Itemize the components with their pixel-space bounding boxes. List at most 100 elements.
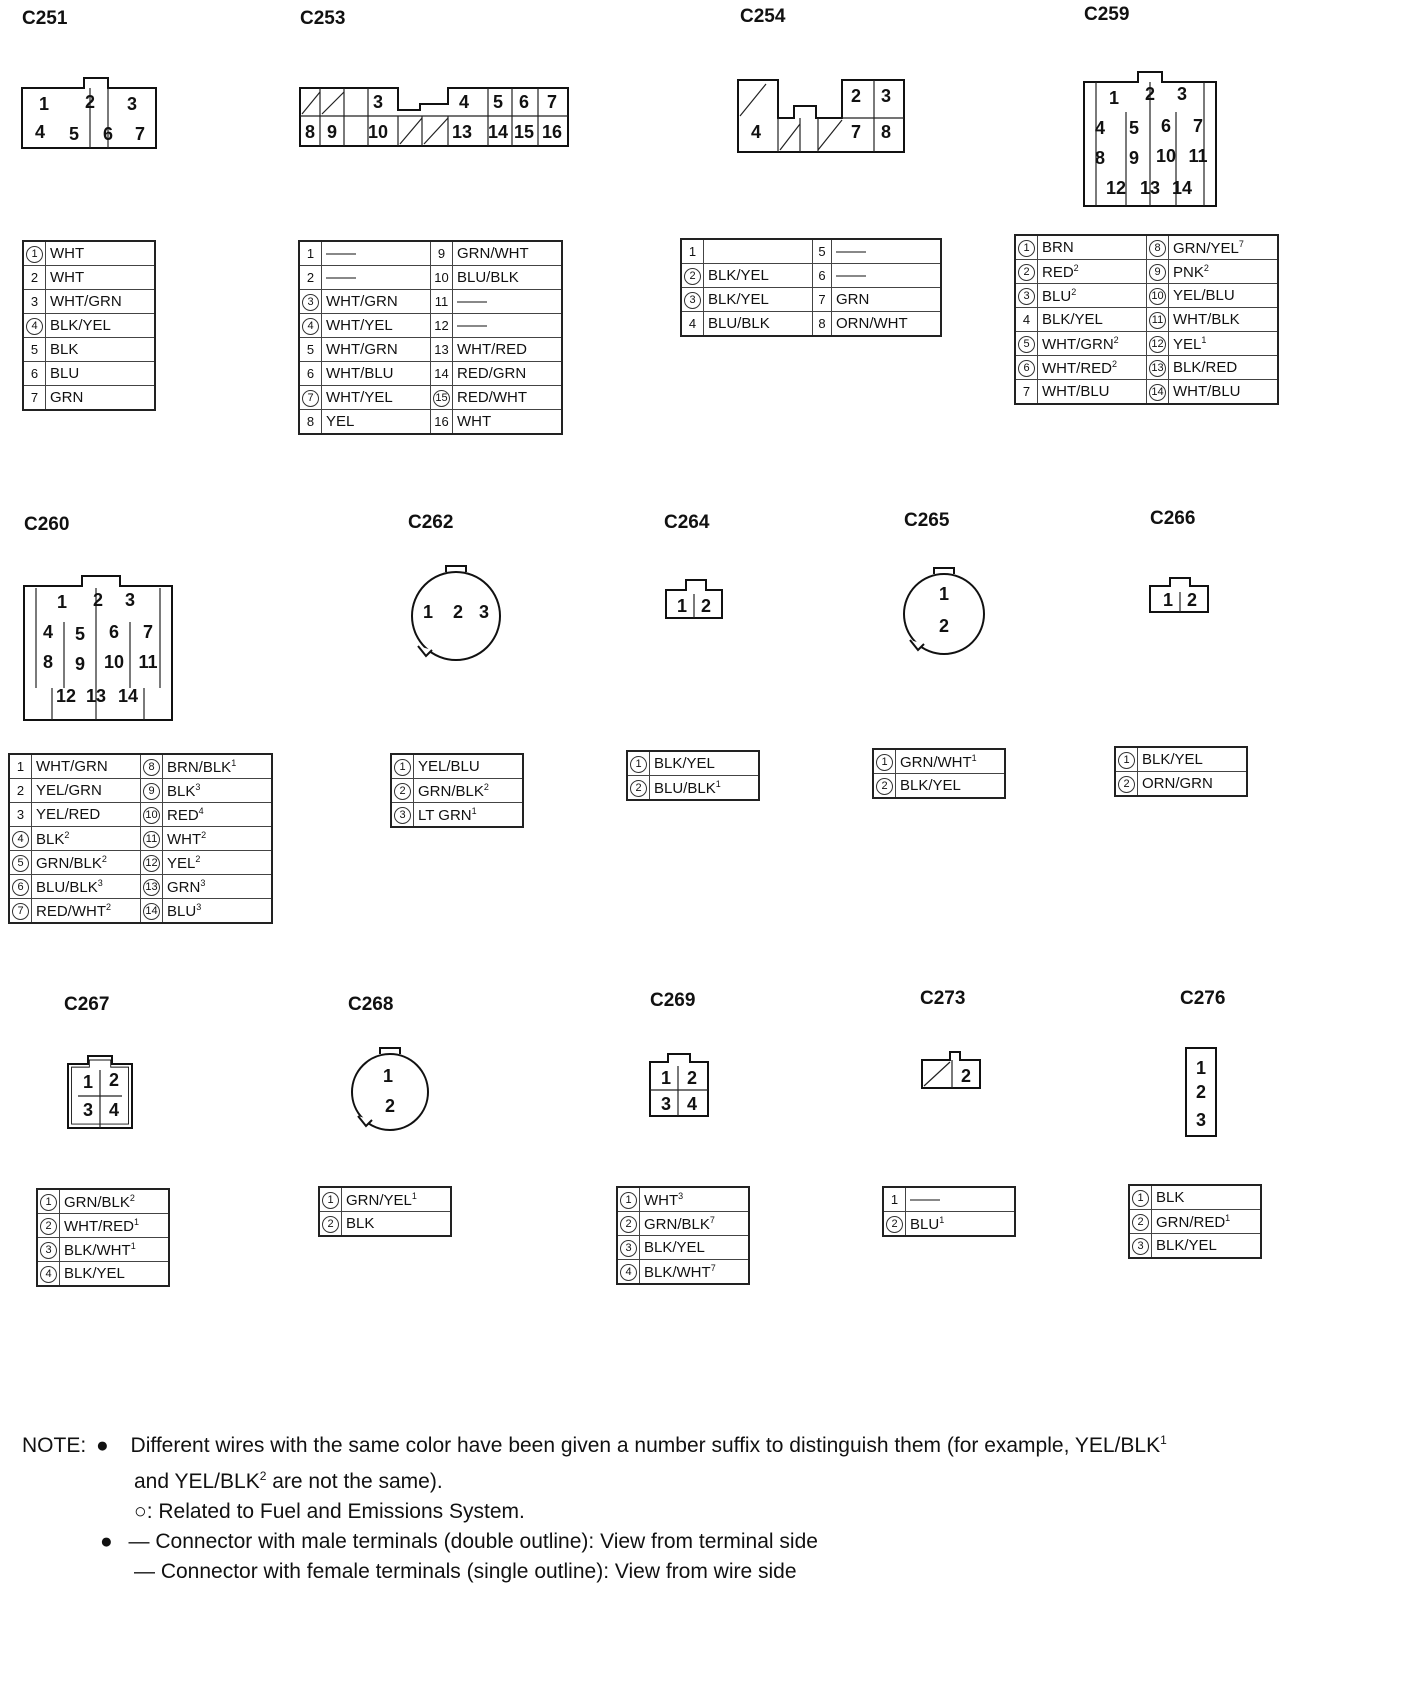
wire-color: GRN/WHT1 [895, 748, 1006, 774]
wire-color: BLU1 [905, 1211, 1016, 1237]
cavity-divider [817, 119, 843, 151]
wire-suffix: 2 [1203, 262, 1209, 273]
connector-inner-outline [71, 1059, 129, 1125]
wire-color: WHT/BLU [1037, 379, 1147, 405]
terminal-number: 1 [1196, 1058, 1206, 1078]
pin-number: 3 [1014, 283, 1038, 308]
legend-note: NOTE: ● Different wires with the same co… [22, 1425, 1167, 1587]
wire-color: BLU/BLK1 [649, 775, 760, 801]
pin-number: 11 [430, 289, 453, 314]
terminal-number: 10 [1156, 146, 1176, 166]
cavity-divider [779, 123, 801, 151]
connector-face-svg-c276: 123 [1185, 1047, 1217, 1137]
fuel-emissions-circle-icon: 12 [1149, 335, 1166, 353]
wire-suffix: 1 [471, 805, 477, 816]
connector-key [417, 645, 433, 658]
wire-suffix: 2 [1073, 262, 1079, 273]
terminal-number: 2 [1187, 590, 1197, 610]
terminal-number: 10 [368, 122, 388, 142]
wire-suffix: 1 [130, 1240, 136, 1251]
fuel-emissions-circle-icon: 11 [143, 830, 160, 848]
pin-number: 9 [140, 778, 163, 803]
wire-color: GRN [45, 385, 156, 411]
wire-suffix: 2 [1112, 358, 1118, 369]
fuel-emissions-circle-icon: 3 [620, 1239, 637, 1257]
wire-color: ORN/WHT [831, 311, 942, 337]
note-text-1: Different wires with the same color have… [130, 1433, 1167, 1457]
terminal-number: 4 [109, 1100, 119, 1120]
fuel-emissions-circle-icon: 2 [684, 267, 701, 285]
fuel-emissions-circle-icon: 14 [1149, 383, 1166, 401]
pin-number: 7 [22, 385, 46, 411]
terminal-number: 1 [383, 1066, 393, 1086]
wire-suffix: 2 [101, 853, 107, 864]
wire-color: WHT/RED2 [1037, 355, 1147, 380]
wire-suffix: 2 [483, 781, 489, 792]
pin-number: 1 [36, 1188, 60, 1214]
terminal-number: 7 [547, 92, 557, 112]
connector-outline [649, 1053, 709, 1117]
connector-outline [737, 79, 905, 153]
pin-number: 6 [298, 361, 322, 386]
wire-color: RED/WHT [452, 385, 563, 410]
fuel-emissions-circle-icon: 2 [886, 1215, 903, 1233]
wire-color: YEL/GRN [31, 778, 141, 803]
pin-number: 1 [298, 240, 322, 266]
pin-number: 2 [8, 778, 32, 803]
pin-number: 7 [1014, 379, 1038, 405]
wire-color: GRN3 [162, 874, 273, 899]
fuel-emissions-circle-icon: 10 [143, 806, 160, 824]
note-text-3: : Related to Fuel and Emissions System. [146, 1500, 525, 1523]
wire-color: WHT/BLU [321, 361, 431, 386]
wire-color: —— [452, 289, 563, 314]
connector-face-svg-c273: 2 [921, 1051, 981, 1089]
terminal-number: 2 [939, 616, 949, 636]
terminal-number: 11 [138, 652, 157, 672]
wire-suffix: 3 [200, 877, 206, 888]
note-label: NOTE: [22, 1434, 87, 1457]
terminal-number: 2 [687, 1068, 697, 1088]
fuel-emissions-circle-icon: 3 [1018, 287, 1035, 305]
connector-outline [1149, 577, 1209, 613]
wire-color: —— [831, 263, 942, 288]
fuel-emissions-circle-icon: 10 [1149, 287, 1166, 305]
wire-color: WHT/BLU [1168, 379, 1279, 405]
pin-number: 4 [36, 1261, 60, 1287]
terminal-number: 4 [43, 622, 53, 642]
wire-color: RED2 [1037, 259, 1147, 284]
wire-color: YEL/BLU [1168, 283, 1279, 308]
pin-number: 2 [616, 1211, 640, 1236]
terminal-number: 2 [1196, 1082, 1206, 1102]
terminal-number: 13 [1140, 178, 1160, 198]
connector-label-c268: C268 [348, 994, 394, 1015]
wire-color: WHT/GRN [31, 753, 141, 779]
pin-number: 4 [22, 313, 46, 338]
wire-color: BLU3 [162, 898, 273, 924]
bullet-icon: ● [96, 1434, 109, 1457]
pin-number: 10 [430, 265, 453, 290]
terminal-number: 2 [93, 590, 103, 610]
wire-color: BLK3 [162, 778, 273, 803]
wire-suffix: 2 [195, 853, 201, 864]
pin-number: 3 [616, 1235, 640, 1260]
connector-label-c260: C260 [24, 514, 70, 535]
terminal-number: 1 [1163, 590, 1173, 610]
wire-color: GRN/YEL1 [341, 1186, 452, 1212]
terminal-number: 16 [542, 122, 562, 142]
pin-number: 4 [8, 826, 32, 851]
